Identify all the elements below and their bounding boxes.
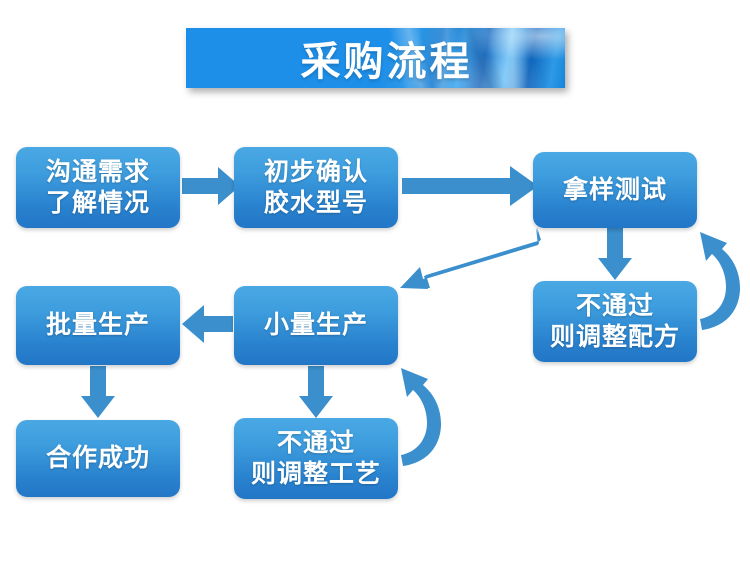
arrow-n3-to-n5-diagonal [400,227,541,289]
node-n8[interactable]: 合作成功 [16,420,180,497]
node-n2[interactable]: 初步确认 胶水型号 [234,147,398,228]
node-n4[interactable]: 不通过 则调整配方 [533,281,697,362]
node-n7[interactable]: 不通过 则调整工艺 [234,418,398,499]
node-n3-line-0: 拿样测试 [562,175,667,204]
node-n5-line-0: 小量生产 [263,311,368,340]
arrow-n7-to-n5-loop [401,368,441,466]
node-n2-line-0: 初步确认 [263,158,368,186]
arrow-n4-to-n3-loop [700,232,740,330]
arrow-n2-to-n3 [402,166,538,206]
node-n1[interactable]: 沟通需求 了解情况 [16,147,180,228]
arrow-n5-to-n6 [182,305,233,343]
node-n1-line-1: 了解情况 [45,188,150,217]
node-n3[interactable]: 拿样测试 [533,152,697,228]
node-n5[interactable]: 小量生产 [234,286,398,365]
arrow-n1-to-n2 [182,167,240,205]
node-n4-line-0: 不通过 [575,292,654,320]
node-n7-line-1: 则调整工艺 [250,459,381,488]
node-n8-line-0: 合作成功 [45,444,150,473]
node-n2-line-1: 胶水型号 [263,188,368,217]
page-title: 采购流程 [300,40,473,84]
node-n6-line-0: 批量生产 [45,311,150,340]
node-n4-line-1: 则调整配方 [549,322,680,351]
node-n1-line-0: 沟通需求 [45,158,150,186]
node-n6[interactable]: 批量生产 [16,286,180,365]
arrow-n3-to-n4 [598,228,632,280]
arrow-n6-to-n8 [81,366,115,418]
arrow-n5-to-n7 [299,366,333,418]
node-n7-line-0: 不通过 [276,429,355,457]
